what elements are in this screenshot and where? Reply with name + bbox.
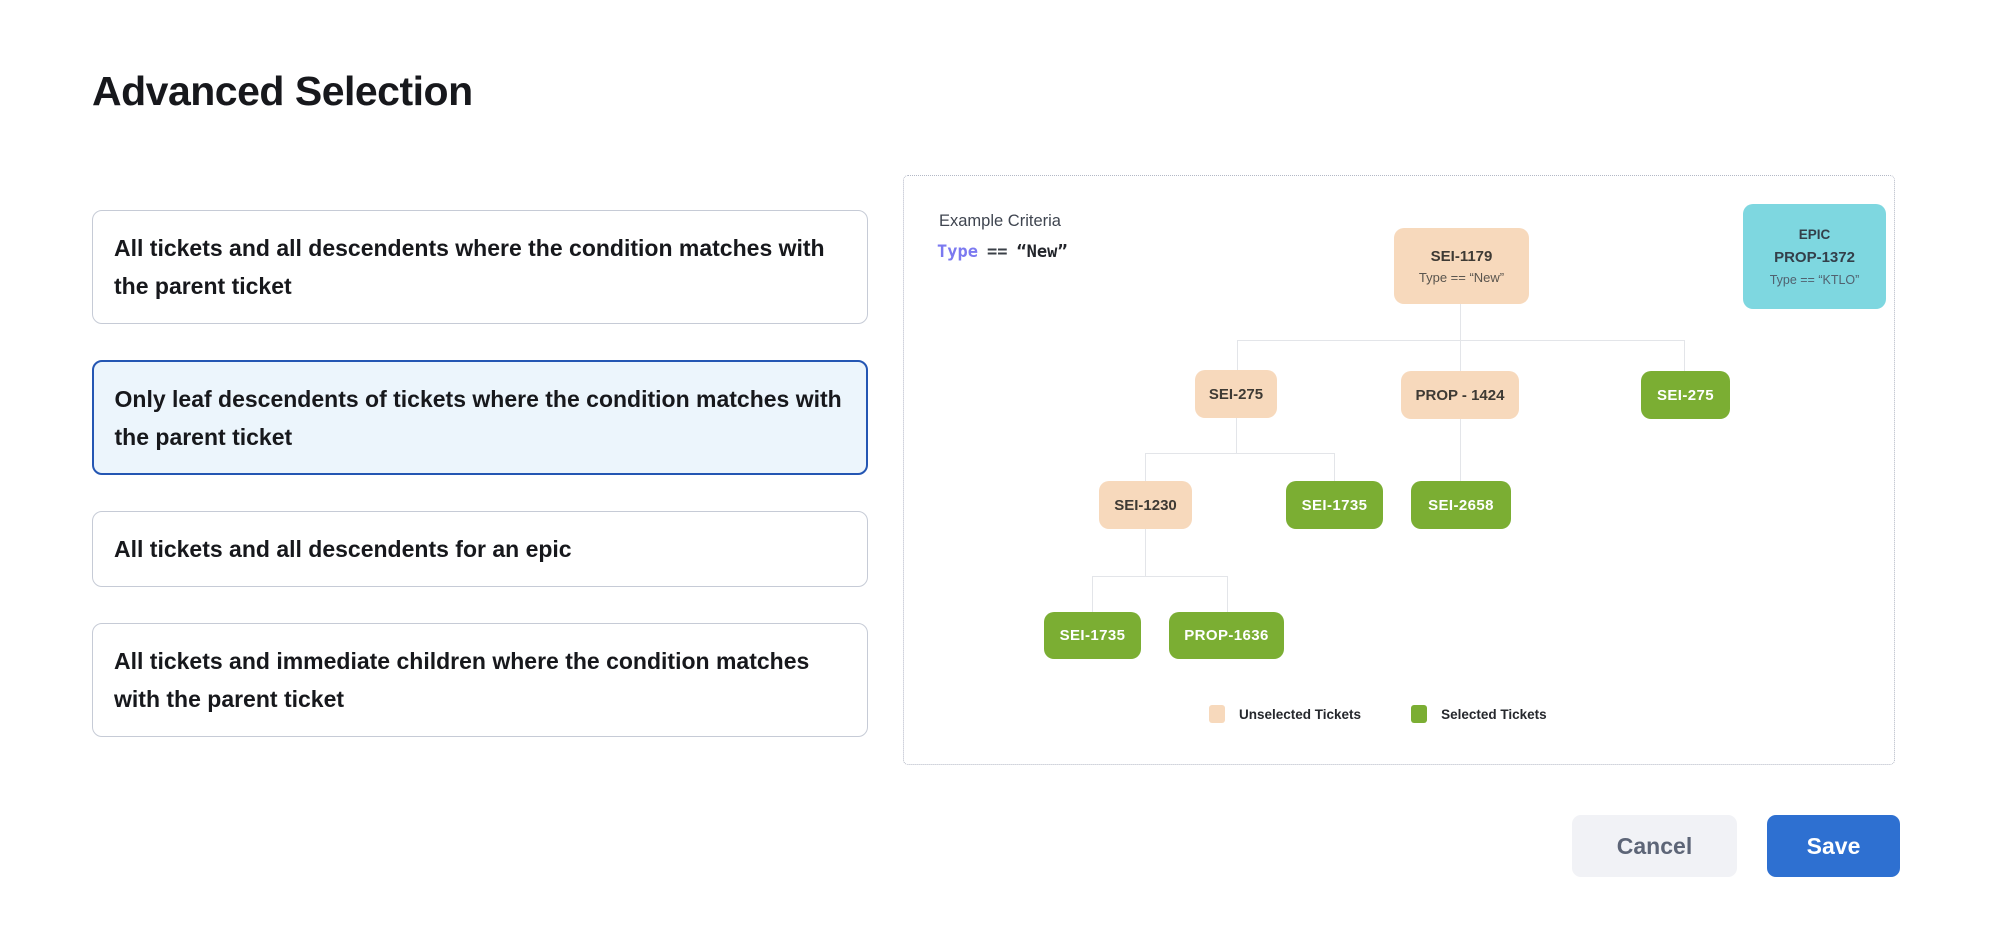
tree-connector <box>1092 576 1093 612</box>
tree-connector <box>1227 576 1228 612</box>
tree-connector <box>1460 419 1461 481</box>
selected-ticket-swatch-icon <box>1411 705 1428 723</box>
tree-connector <box>1237 340 1238 371</box>
criteria-value: “New” <box>1016 242 1068 262</box>
epic-type-label: EPIC <box>1798 226 1831 242</box>
option-leaf-descendents-condition[interactable]: Only leaf descendents of tickets where t… <box>92 360 868 475</box>
criteria-field: Type <box>937 242 978 262</box>
tree-connector <box>1237 340 1685 341</box>
legend-item-selected: Selected Tickets <box>1411 705 1547 723</box>
ticket-node-root: SEI-1179 Type == “New” <box>1394 228 1529 304</box>
tree-connector <box>1145 529 1146 576</box>
ticket-node-sei-1735-leaf: SEI-1735 <box>1044 612 1141 659</box>
ticket-node-sei-275-unselected: SEI-275 <box>1195 370 1277 418</box>
tree-connector <box>1145 453 1335 454</box>
cancel-button[interactable]: Cancel <box>1572 815 1737 877</box>
page-title: Advanced Selection <box>92 68 473 114</box>
ticket-node-sei-2658: SEI-2658 <box>1411 481 1511 529</box>
ticket-node-sei-1230: SEI-1230 <box>1099 481 1192 529</box>
ticket-node-prop-1424: PROP - 1424 <box>1401 371 1519 419</box>
tree-connector <box>1145 453 1146 481</box>
legend-label: Selected Tickets <box>1441 706 1547 722</box>
epic-id: PROP-1372 <box>1774 248 1855 266</box>
tree-connector <box>1460 340 1461 371</box>
tree-connector <box>1236 418 1237 453</box>
epic-card: EPIC PROP-1372 Type == “KTLO” <box>1743 204 1886 309</box>
tree-connector <box>1334 453 1335 481</box>
criteria-operator: == <box>986 242 1008 262</box>
selection-options-list: All tickets and all descendents where th… <box>92 210 868 737</box>
legend: Unselected Tickets Selected Tickets <box>1209 705 1547 723</box>
ticket-node-sei-1735-mid: SEI-1735 <box>1286 481 1383 529</box>
ticket-id: SEI-1179 <box>1430 247 1493 265</box>
save-button[interactable]: Save <box>1767 815 1900 877</box>
tree-connector <box>1460 304 1461 340</box>
tree-connector <box>1092 576 1228 577</box>
tree-connector <box>1684 340 1685 371</box>
ticket-condition: Type == “New” <box>1418 269 1505 285</box>
legend-label: Unselected Tickets <box>1239 706 1362 722</box>
option-all-descendents-condition[interactable]: All tickets and all descendents where th… <box>92 210 868 324</box>
option-all-descendents-epic[interactable]: All tickets and all descendents for an e… <box>92 511 868 587</box>
epic-condition: Type == “KTLO” <box>1769 272 1860 287</box>
legend-item-unselected: Unselected Tickets <box>1209 705 1361 723</box>
example-criteria-expression: Type == “New” <box>937 242 1068 262</box>
ticket-node-prop-1636: PROP-1636 <box>1169 612 1284 659</box>
option-immediate-children-condition[interactable]: All tickets and immediate children where… <box>92 623 868 737</box>
unselected-ticket-swatch-icon <box>1209 705 1225 723</box>
example-diagram-panel: Example Criteria Type == “New” SEI-1179 Ty… <box>903 175 1895 765</box>
example-criteria-label: Example Criteria <box>939 212 1061 230</box>
ticket-node-sei-275-selected: SEI-275 <box>1641 371 1730 419</box>
